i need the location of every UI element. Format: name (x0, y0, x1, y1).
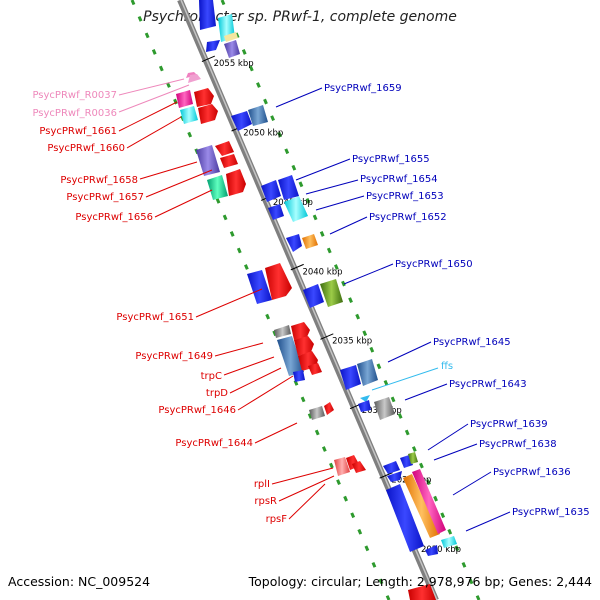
gene-rplI (334, 457, 350, 476)
gene-1645 (340, 365, 361, 390)
gene-1639 (383, 461, 400, 474)
gene-1638 (387, 471, 402, 482)
gene-1652c (302, 234, 318, 249)
left-labels: PsycPRwf_R0037 PsycPRwf_R0036 PsycPRwf_1… (32, 90, 287, 525)
gene-1636b (403, 474, 440, 538)
label-1651: PsycPRwf_1651 (116, 312, 194, 323)
gene-1660b (198, 104, 218, 124)
gene-1653 (284, 196, 308, 222)
gene-1650b (320, 279, 343, 307)
right-track-guide (220, 0, 481, 600)
label-rplI: rplI (254, 479, 270, 490)
scale-label: 2040 kbp (302, 267, 342, 277)
accession-text: Accession: NC_009524 (8, 574, 151, 589)
scale-tick (379, 472, 393, 479)
gene-top-rev-2 (224, 40, 240, 58)
gene-1650 (303, 284, 324, 308)
label-1644: PsycPRwf_1644 (175, 438, 253, 449)
scale-label: 2035 kbp (332, 337, 372, 347)
gene-1659b (248, 105, 268, 126)
label-1638: PsycPRwf_1638 (479, 439, 557, 450)
right-leader-lines (275, 87, 511, 532)
gene-1635b (441, 536, 457, 548)
left-leader-lines (118, 78, 335, 520)
gene-1636c (412, 469, 446, 534)
label-1661: PsycPRwf_1661 (39, 126, 117, 137)
label-rpsF: rpsF (266, 514, 288, 525)
genome-summary-text: Topology: circular; Length: 2,978,976 bp… (248, 574, 592, 589)
label-1650: PsycPRwf_1650 (395, 259, 473, 270)
gene-1643 (358, 400, 371, 412)
gene-1646 (308, 363, 322, 375)
label-trpD: trpD (206, 388, 228, 399)
gene-1644b (324, 402, 334, 415)
gene-1655 (261, 180, 281, 202)
scale-label: 2020 kbp (421, 545, 461, 555)
gene-1636 (386, 484, 424, 552)
gene-1658 (196, 145, 220, 176)
reverse-genes (218, 14, 457, 556)
gene-1649 (274, 325, 291, 338)
gene-1656b (226, 169, 246, 196)
scale-label: 2055 kbp (214, 59, 254, 69)
gene-trpC (277, 336, 304, 376)
gene-trpC-b (294, 336, 314, 356)
gene-top-fwd-2 (206, 40, 220, 52)
gene-1654 (278, 175, 299, 200)
label-1659: PsycPRwf_1659 (324, 83, 402, 94)
gene-1646b (293, 370, 305, 382)
label-1645: PsycPRwf_1645 (433, 337, 511, 348)
gene-r0036 (188, 74, 201, 83)
label-rpsR: rpsR (254, 496, 277, 507)
gene-1657 (220, 154, 238, 168)
gene-1659 (231, 111, 252, 131)
gene-1652b (286, 234, 302, 252)
label-1654: PsycPRwf_1654 (360, 174, 438, 185)
gene-1635 (425, 545, 438, 556)
scale-label: 2050 kbp (243, 128, 283, 138)
label-1653: PsycPRwf_1653 (366, 191, 444, 202)
gene-1651 (247, 270, 272, 304)
forward-genes (176, 0, 436, 600)
gene-1652 (268, 204, 284, 220)
label-1657: PsycPRwf_1657 (66, 192, 144, 203)
scale-tick (290, 263, 304, 271)
label-1656: PsycPRwf_1656 (75, 212, 153, 223)
gene-1651b (265, 263, 292, 300)
gene-top-fwd-1 (199, 0, 216, 30)
gene-1649b (291, 322, 310, 340)
label-1652: PsycPRwf_1652 (369, 212, 447, 223)
label-r0037: PsycPRwf_R0037 (32, 90, 117, 101)
label-1660: PsycPRwf_1660 (47, 143, 125, 154)
gene-bottom-fwd (408, 584, 436, 600)
label-trpC: trpC (201, 371, 222, 382)
label-1643: PsycPRwf_1643 (449, 379, 527, 390)
label-r0036: PsycPRwf_R0036 (32, 108, 117, 119)
right-labels: PsycPRwf_1659 PsycPRwf_1655 PsycPRwf_165… (324, 83, 590, 518)
label-1635: PsycPRwf_1635 (512, 507, 590, 518)
gene-1656 (207, 175, 228, 200)
label-1636: PsycPRwf_1636 (493, 467, 571, 478)
gene-ffs (360, 395, 370, 402)
gene-1643b (374, 397, 395, 420)
gene-1645b (357, 359, 378, 386)
label-1646: PsycPRwf_1646 (158, 405, 236, 416)
gene-1644 (309, 406, 325, 420)
gene-1661b (194, 88, 214, 107)
gene-1638c (408, 452, 418, 464)
label-1639: PsycPRwf_1639 (470, 419, 548, 430)
gene-1661 (176, 90, 193, 108)
gene-1660 (180, 106, 198, 124)
gene-top-rev-3 (224, 32, 238, 42)
label-1658: PsycPRwf_1658 (60, 175, 138, 186)
label-ffs: ffs (441, 361, 453, 372)
gene-1658b (215, 141, 234, 156)
scale-tick (320, 333, 334, 340)
label-1655: PsycPRwf_1655 (352, 154, 430, 165)
gene-rpsF (352, 461, 366, 473)
scale-tick (201, 55, 215, 63)
label-1649: PsycPRwf_1649 (135, 351, 213, 362)
